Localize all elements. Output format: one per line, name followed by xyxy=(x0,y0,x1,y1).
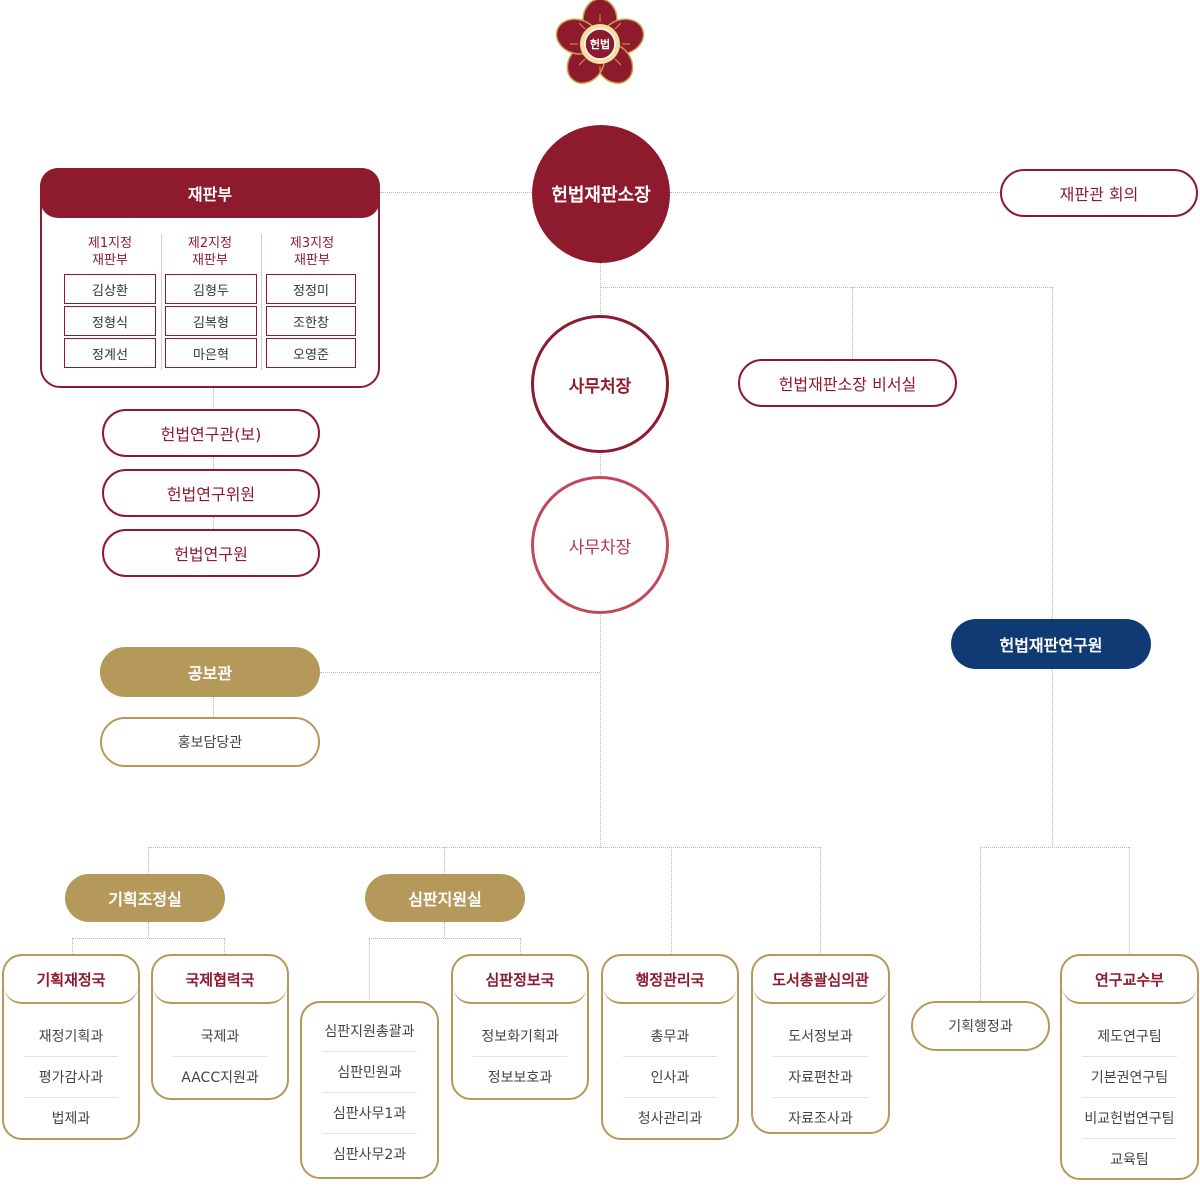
department-title[interactable]: 도서총괄심의관 xyxy=(753,956,888,1004)
list-item[interactable]: 정보보호과 xyxy=(487,1070,553,1086)
list-item[interactable]: 인사과 xyxy=(623,1057,717,1098)
list-item[interactable]: 재정기획과 xyxy=(24,1016,118,1057)
judge-box[interactable]: 김형두 xyxy=(165,274,257,304)
department-card: 행정관리국 총무과 인사과 청사관리과 xyxy=(601,954,739,1140)
list-item[interactable]: 심판사무2과 xyxy=(332,1147,407,1163)
department-card: 기획재정국 재정기획과 평가감사과 법제과 xyxy=(2,954,140,1140)
judge-box[interactable]: 김상환 xyxy=(64,274,156,304)
judge-box[interactable]: 오영준 xyxy=(266,338,356,368)
list-item[interactable]: AACC지원과 xyxy=(181,1070,259,1086)
list-item[interactable]: 자료편찬과 xyxy=(773,1057,868,1098)
mugunghwa-icon xyxy=(554,0,646,90)
list-item[interactable]: 자료조사과 xyxy=(788,1111,853,1127)
deputy-secretary-general-node[interactable]: 사무차장 xyxy=(531,476,669,614)
list-item[interactable]: 심판사무1과 xyxy=(322,1093,417,1134)
institute-admin-node[interactable]: 기획행정과 xyxy=(911,1001,1050,1051)
department-title[interactable]: 연구교수부 xyxy=(1062,956,1197,1004)
researcher-node[interactable]: 헌법연구원 xyxy=(102,529,320,577)
secretary-general-node[interactable]: 사무처장 xyxy=(531,315,669,453)
department-card: 연구교수부 제도연구팀 기본권연구팀 비교헌법연구팀 교육팀 xyxy=(1060,954,1199,1180)
list-item[interactable]: 청사관리과 xyxy=(637,1111,703,1127)
court-panel-title[interactable]: 재판부 xyxy=(40,168,380,218)
planning-office-node[interactable]: 기획조정실 xyxy=(65,874,225,922)
division-2-title: 제2지정 재판부 xyxy=(187,236,233,268)
list-item[interactable]: 도서정보과 xyxy=(773,1016,868,1057)
department-card: 국제협력국 국제과 AACC지원과 xyxy=(151,954,289,1100)
support-office-node[interactable]: 심판지원실 xyxy=(365,874,525,922)
list-item[interactable]: 기본권연구팀 xyxy=(1082,1057,1177,1098)
court-emblem: 헌법 xyxy=(552,0,648,90)
department-card: 도서총괄심의관 도서정보과 자료편찬과 자료조사과 xyxy=(751,954,890,1134)
list-item[interactable]: 평가감사과 xyxy=(24,1057,118,1098)
list-item[interactable]: 교육팀 xyxy=(1110,1152,1149,1168)
list-item[interactable]: 심판민원과 xyxy=(322,1052,417,1093)
list-item[interactable]: 국제과 xyxy=(173,1016,267,1057)
judge-box[interactable]: 정형식 xyxy=(64,306,156,336)
department-title[interactable]: 심판정보국 xyxy=(453,956,587,1004)
judge-box[interactable]: 조한창 xyxy=(266,306,356,336)
department-title[interactable]: 행정관리국 xyxy=(603,956,737,1004)
list-item[interactable]: 비교헌법연구팀 xyxy=(1082,1098,1177,1139)
research-fellow-node[interactable]: 헌법연구위원 xyxy=(102,469,320,517)
pr-officer-node[interactable]: 공보관 xyxy=(100,647,320,697)
president-node[interactable]: 헌법재판소장 xyxy=(532,125,670,263)
list-item[interactable]: 제도연구팀 xyxy=(1082,1016,1177,1057)
president-secretariat-node[interactable]: 헌법재판소장 비서실 xyxy=(738,359,957,407)
department-title[interactable]: 국제협력국 xyxy=(153,956,287,1004)
list-item[interactable]: 정보화기획과 xyxy=(473,1016,567,1057)
research-officer-node[interactable]: 헌법연구관(보) xyxy=(102,409,320,457)
pr-manager-node[interactable]: 홍보담당관 xyxy=(100,717,320,767)
judge-box[interactable]: 정정미 xyxy=(266,274,356,304)
list-item[interactable]: 법제과 xyxy=(51,1111,91,1127)
department-card: 심판정보국 정보화기획과 정보보호과 xyxy=(451,954,589,1100)
judge-box[interactable]: 김복형 xyxy=(165,306,257,336)
court-panel: 재판부 제1지정 재판부 김상환 정형식 정계선 제2지정 재판부 김형두 김복… xyxy=(40,168,380,388)
department-title[interactable]: 기획재정국 xyxy=(4,956,138,1004)
list-item[interactable]: 총무과 xyxy=(623,1016,717,1057)
support-list-card: 심판지원총괄과 심판민원과 심판사무1과 심판사무2과 xyxy=(300,1001,439,1179)
emblem-text: 헌법 xyxy=(589,38,611,51)
justices-council-node[interactable]: 재판관 회의 xyxy=(1000,169,1198,217)
judge-box[interactable]: 정계선 xyxy=(64,338,156,368)
division-3-title: 제3지정 재판부 xyxy=(289,236,335,268)
list-item[interactable]: 심판지원총괄과 xyxy=(322,1011,417,1052)
judge-box[interactable]: 마은혁 xyxy=(165,338,257,368)
research-institute-node[interactable]: 헌법재판연구원 xyxy=(951,619,1151,669)
division-1-title: 제1지정 재판부 xyxy=(87,236,133,268)
